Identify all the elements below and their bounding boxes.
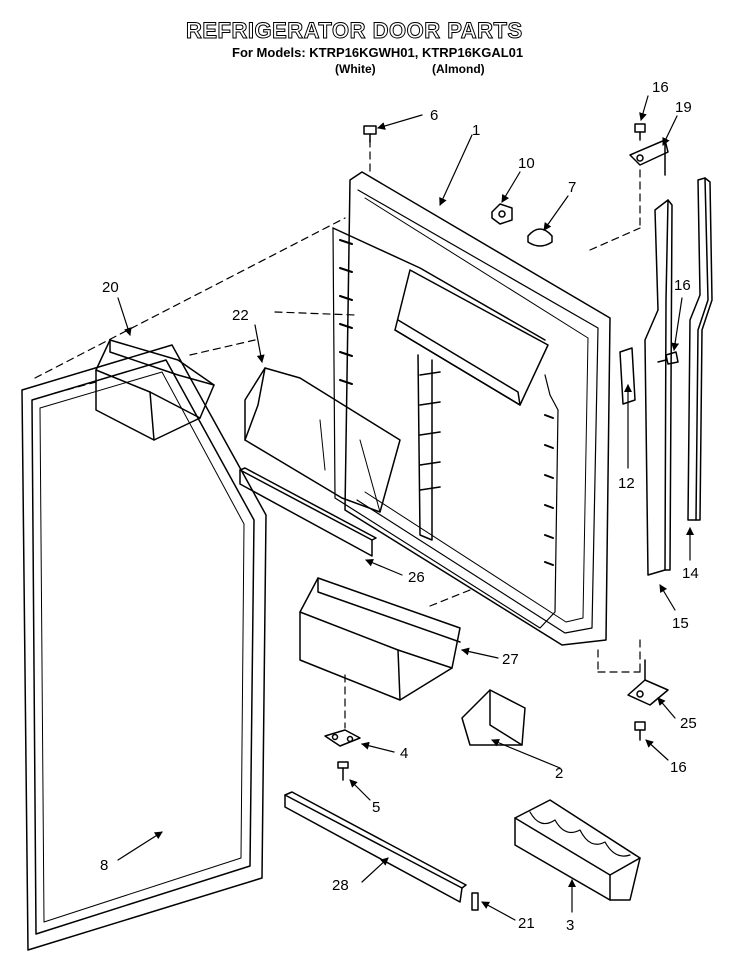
page-title: REFRIGERATOR DOOR PARTS — [186, 18, 523, 44]
callout-labels: 6 1 10 7 16 19 16 12 14 15 20 22 26 27 4… — [100, 79, 699, 934]
part-28-lower-trim — [284, 791, 467, 903]
callout-16-top: 16 — [652, 79, 669, 96]
callout-8: 8 — [100, 857, 108, 874]
part-21-clip — [471, 892, 479, 911]
model-numbers: For Models: KTRP16KGWH01, KTRP16KGAL01 — [232, 45, 524, 60]
callout-16-bottom: 16 — [670, 759, 687, 776]
diagram-header: REFRIGERATOR DOOR PARTS For Models: KTRP… — [0, 0, 736, 90]
callout-19: 19 — [675, 99, 692, 116]
part-19-top-hinge — [629, 139, 669, 176]
part-20-small-bin — [95, 339, 215, 441]
callout-15: 15 — [672, 615, 689, 632]
part-6-screw — [363, 125, 377, 143]
part-16-screw-top — [634, 123, 646, 141]
part-15-door-handle — [644, 199, 673, 576]
part-1-door-liner — [332, 171, 611, 646]
leader-arrows — [117, 95, 694, 921]
callout-3: 3 — [566, 917, 574, 934]
part-7-plug — [527, 228, 553, 247]
callout-4: 4 — [400, 745, 408, 762]
part-26-shelf-trim — [239, 467, 377, 557]
callout-20: 20 — [102, 279, 119, 296]
part-12-end-cap — [619, 347, 636, 405]
callout-2: 2 — [555, 765, 563, 782]
part-16-screw-bottom — [634, 721, 646, 741]
part-14-handle-trim — [687, 177, 713, 521]
variant-almond: (Almond) — [432, 62, 485, 76]
callout-28: 28 — [332, 877, 349, 894]
part-27-large-bin — [299, 577, 461, 701]
callout-10: 10 — [518, 155, 535, 172]
callout-27: 27 — [502, 651, 519, 668]
part-22-dairy-door — [244, 367, 401, 513]
part-10-fastener — [491, 203, 513, 225]
callout-21: 21 — [518, 915, 535, 932]
part-8-door-gasket — [21, 344, 267, 951]
part-5-screw — [337, 761, 349, 781]
callout-22: 22 — [232, 307, 249, 324]
callout-5: 5 — [372, 799, 380, 816]
part-3-egg-tray — [514, 799, 641, 901]
part-2-bracket — [461, 689, 526, 746]
callout-16-middle: 16 — [674, 277, 691, 294]
callout-14: 14 — [682, 565, 699, 582]
part-4-hinge-bracket — [324, 729, 361, 747]
callout-25: 25 — [680, 715, 697, 732]
callout-6: 6 — [430, 107, 438, 124]
variant-white: (White) — [335, 62, 376, 76]
alignment-lines — [34, 139, 641, 729]
part-25-bottom-hinge — [627, 659, 669, 706]
callout-26: 26 — [408, 569, 425, 586]
callout-7: 7 — [568, 179, 576, 196]
callout-1: 1 — [472, 122, 480, 139]
callout-12: 12 — [618, 475, 635, 492]
part-16-screw-middle — [657, 351, 679, 365]
